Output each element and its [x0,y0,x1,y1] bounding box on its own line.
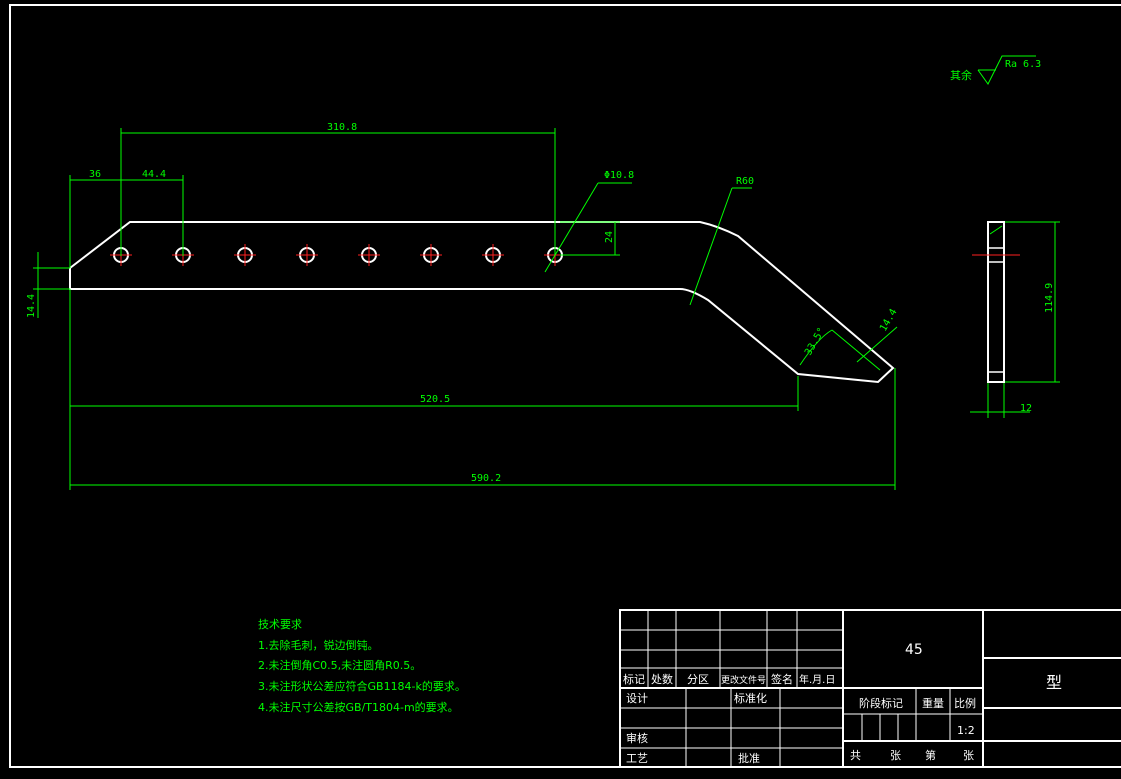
part-side-view [972,221,1020,383]
mounting-hole [358,244,380,266]
dim-hole-height: 24 [604,231,615,243]
dim-tip-width: 14.4 [878,307,900,333]
roughness-value: Ra 6.3 [1005,59,1041,70]
dim-left-offset: 36 [89,169,101,180]
tech-req-title: 技术要求 [258,618,302,631]
rev-header-date: 年.月.日 [799,673,835,686]
label-standardize: 标准化 [734,691,767,705]
dim-radius: R60 [736,176,754,187]
dim-thickness: 12 [1020,403,1032,414]
dim-pitch: 44.4 [142,169,166,180]
dim-angle: 33.5° [803,326,828,358]
rev-header-count: 处数 [651,673,673,686]
material-value: 45 [905,642,923,658]
dim-left-height: 14.4 [26,294,37,318]
dim-hole-diameter: Φ10.8 [604,170,634,181]
label-process: 工艺 [626,752,648,765]
dim-lower-length: 520.5 [420,394,450,405]
part-type-label: 型 [1046,673,1062,692]
sheet-number-suffix: 张 [963,749,974,762]
tech-req-item-1: 1.去除毛刺，锐边倒钝。 [258,638,379,652]
drawing-border [9,4,1121,768]
tech-req-item-3: 3.未注形状公差应符合GB1184-k的要求。 [258,679,466,693]
hole-row [110,244,566,266]
sheet-number-prefix: 第 [925,748,936,762]
roughness-symbol: 其余 Ra 6.3 [950,55,1041,85]
dim-side-height: 114.9 [1044,283,1055,313]
label-design: 设计 [626,692,648,705]
mounting-hole [482,244,504,266]
mounting-hole [420,244,442,266]
label-stage-mark: 阶段标记 [859,696,903,710]
label-scale: 比例 [954,696,976,710]
rev-header-file: 更改文件号 [721,674,766,686]
rev-header-zone: 分区 [687,673,709,686]
label-approve: 批准 [738,751,760,765]
dimension-labels: 310.8 36 44.4 Φ10.8 R60 24 14.4 33.5° 14… [26,122,1055,484]
title-block [619,609,1121,768]
mounting-hole [234,244,256,266]
rev-header-mark: 标记 [623,672,645,686]
dimension-lines [33,128,1060,490]
label-weight: 重量 [922,696,944,710]
dim-overall-length: 590.2 [471,473,501,484]
sheets-total-suffix: 张 [890,749,901,762]
mounting-hole [296,244,318,266]
label-review: 审核 [626,731,648,745]
dim-top-span: 310.8 [327,122,357,133]
scale-value: 1:2 [957,724,975,737]
part-front-view [69,221,895,384]
roughness-prefix: 其余 [950,68,972,82]
sheets-total-prefix: 共 [850,749,861,762]
title-block-labels: 标记 处数 分区 更改文件号 签名 年.月.日 设计 标准化 审核 工艺 批准 … [623,642,1062,765]
rev-header-sign: 签名 [771,672,793,686]
technical-requirements: 技术要求 1.去除毛刺，锐边倒钝。 2.未注倒角C0.5,未注圆角R0.5。 3… [258,618,466,714]
tech-req-item-2: 2.未注倒角C0.5,未注圆角R0.5。 [258,658,421,672]
tech-req-item-4: 4.未注尺寸公差按GB/T1804-m的要求。 [258,700,459,714]
